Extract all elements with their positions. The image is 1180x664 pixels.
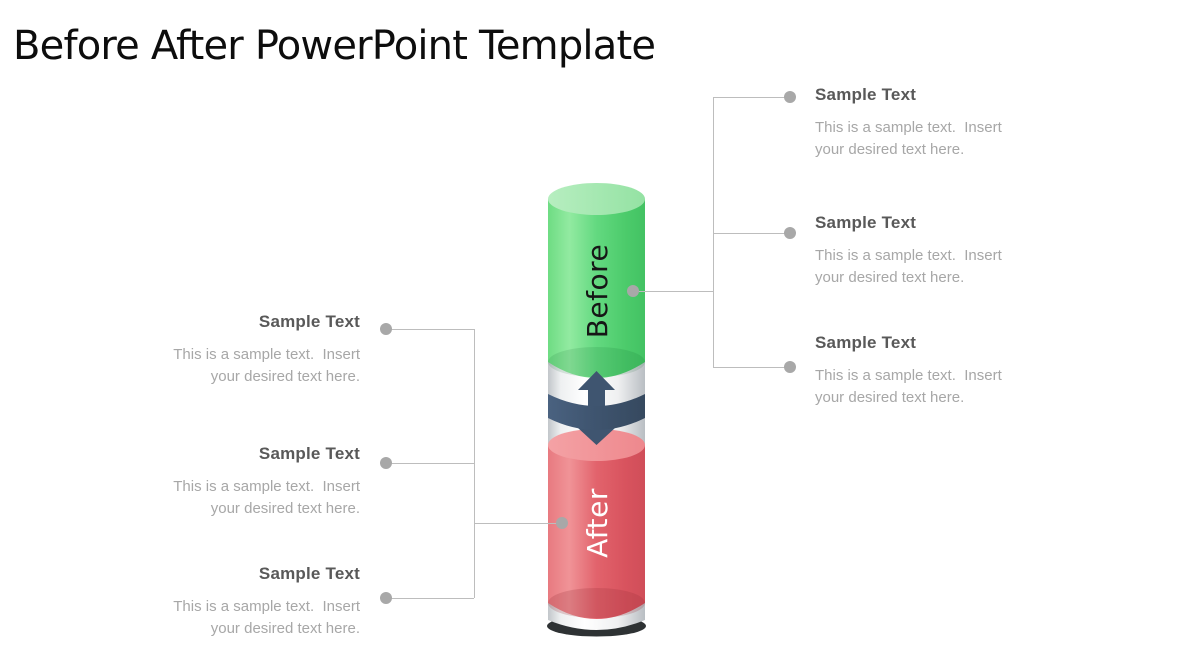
connector-left-2 <box>391 463 474 464</box>
connector-dot-before-anchor <box>627 285 639 297</box>
connector-right-to-cylinder <box>639 291 713 292</box>
callout-heading: Sample Text <box>815 85 917 104</box>
connector-dot <box>380 457 392 469</box>
callout-body-line: This is a sample text. Insert <box>815 119 1002 136</box>
slate-ring-band <box>548 394 645 430</box>
before-after-cylinder-graphic <box>547 183 646 637</box>
connector-dot <box>784 361 796 373</box>
callout-right-3: Sample Text This is a sample text. Inser… <box>815 332 1065 408</box>
callout-body-line: your desired text here. <box>815 268 965 286</box>
callout-body-line: This is a sample text. Insert <box>815 247 1002 264</box>
connector-left-to-cylinder <box>474 523 559 524</box>
callout-body-line: your desired text here. <box>210 619 360 637</box>
after-label: After <box>581 488 614 558</box>
connector-right-3 <box>713 367 790 368</box>
callout-left-1: Sample Text This is a sample text. Inser… <box>110 311 360 387</box>
connector-left-3 <box>391 598 474 599</box>
callout-body-line: your desired text here. <box>210 499 360 517</box>
callout-body-line: This is a sample text. Insert <box>173 346 360 363</box>
connector-dot <box>380 323 392 335</box>
after-cylinder-body <box>548 445 645 619</box>
connector-dot <box>380 592 392 604</box>
connector-right-2 <box>713 233 790 234</box>
before-cylinder-body <box>548 199 645 378</box>
callout-left-2: Sample Text This is a sample text. Inser… <box>110 443 360 519</box>
connector-right-vertical <box>713 97 714 367</box>
callout-right-1: Sample Text This is a sample text. Inser… <box>815 84 1065 160</box>
connector-dot <box>784 91 796 103</box>
callout-heading: Sample Text <box>258 444 360 463</box>
connector-left-1 <box>391 329 474 330</box>
page-title: Before After PowerPoint Template <box>13 23 656 69</box>
callout-body-line: This is a sample text. Insert <box>173 478 360 495</box>
callout-heading: Sample Text <box>258 564 360 583</box>
callout-heading: Sample Text <box>815 213 917 232</box>
callout-body-line: This is a sample text. Insert <box>815 367 1002 384</box>
before-cylinder-top-cap <box>548 183 645 215</box>
connector-left-vertical <box>474 329 475 598</box>
connector-dot-after-anchor <box>556 517 568 529</box>
before-cylinder-bottom-shade <box>548 347 645 377</box>
after-cylinder-bottom-shade <box>548 588 645 618</box>
callout-body-line: your desired text here. <box>210 367 360 385</box>
callout-body-line: This is a sample text. Insert <box>173 598 360 615</box>
callout-right-2: Sample Text This is a sample text. Inser… <box>815 212 1065 288</box>
before-label: Before <box>581 243 614 339</box>
callout-heading: Sample Text <box>815 333 917 352</box>
callout-left-3: Sample Text This is a sample text. Inser… <box>110 563 360 639</box>
connector-dot <box>784 227 796 239</box>
up-arrow-icon <box>578 371 615 413</box>
connector-right-1 <box>713 97 790 98</box>
callout-body-line: your desired text here. <box>815 140 965 158</box>
callout-heading: Sample Text <box>258 312 360 331</box>
callout-body-line: your desired text here. <box>815 388 965 406</box>
